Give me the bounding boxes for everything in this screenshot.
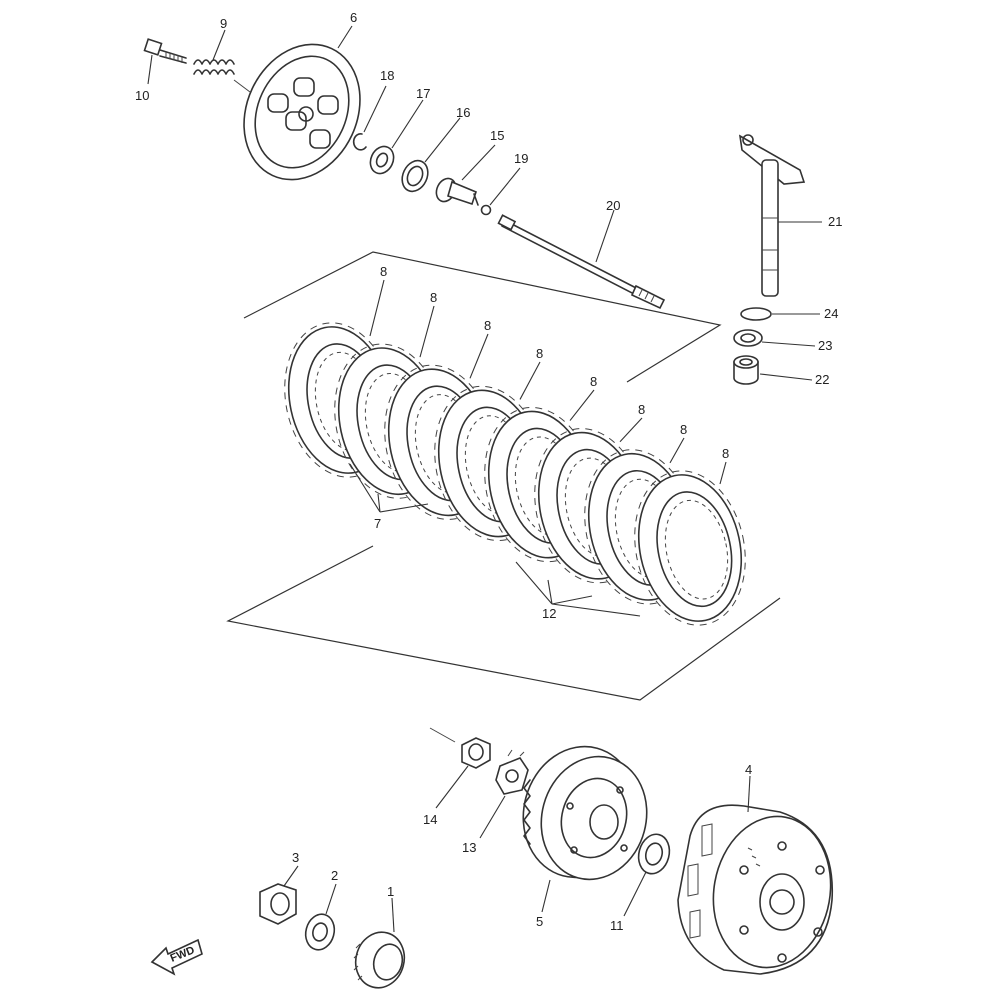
friction-plate-outer [637, 474, 743, 622]
leader-13 [479, 795, 506, 839]
leader-20 [595, 209, 615, 263]
part-20-push-rod [497, 214, 666, 310]
leader-2 [325, 883, 337, 915]
leader-1 [391, 897, 395, 933]
callout-8: 8 [590, 374, 597, 389]
leader-8 [669, 437, 685, 464]
lower-frame [226, 545, 781, 701]
callout-24: 24 [824, 306, 838, 321]
leader-group-12 [515, 561, 641, 617]
leader-8 [569, 389, 595, 421]
leader-8 [369, 279, 385, 337]
callout-17: 17 [416, 86, 430, 101]
callout-8: 8 [430, 290, 437, 305]
callout-2: 2 [331, 868, 338, 883]
part-9-spring [193, 59, 251, 93]
callout-10: 10 [135, 88, 149, 103]
callout-20: 20 [606, 198, 620, 213]
leader-15 [461, 144, 496, 181]
callout-9: 9 [220, 16, 227, 31]
leader-8 [719, 461, 727, 485]
callout-21: 21 [828, 214, 842, 229]
part-14-nut [461, 737, 491, 769]
leader-10 [147, 54, 153, 85]
leader-19 [489, 167, 521, 206]
part-13-lock-washer [495, 749, 529, 795]
callout-labels: 10 9 6 18 17 16 15 19 20 21 24 23 22 7 1… [135, 10, 842, 933]
upper-frame [243, 251, 722, 383]
leader-8 [419, 305, 435, 358]
part-10-bolt [143, 38, 187, 64]
leader-17 [391, 99, 424, 149]
callout-7: 7 [374, 516, 381, 531]
leader-9 [212, 29, 226, 61]
friction-plate-inner [656, 491, 733, 608]
callout-11: 11 [610, 918, 624, 933]
callout-3: 3 [292, 850, 299, 865]
callout-8: 8 [380, 264, 387, 279]
friction-plate [634, 470, 746, 626]
friction-plate-teeth [634, 470, 746, 626]
part-19-ball [480, 204, 492, 216]
part-3-spacer [259, 883, 297, 925]
callout-14: 14 [423, 812, 437, 827]
callout-8: 8 [536, 346, 543, 361]
leader-14-to-frame [429, 727, 456, 743]
leader-18 [363, 85, 387, 133]
leader-14 [435, 765, 469, 809]
leader-8 [469, 333, 489, 379]
callout-22: 22 [815, 372, 829, 387]
callout-4: 4 [745, 762, 752, 777]
part-23-oil-seal [733, 329, 763, 347]
callout-18: 18 [380, 68, 394, 83]
part-24-ring [740, 307, 772, 321]
callout-23: 23 [818, 338, 832, 353]
callout-1: 1 [387, 884, 394, 899]
leader-6 [337, 25, 353, 49]
callout-12: 12 [542, 606, 556, 621]
callout-15: 15 [490, 128, 504, 143]
clutch-plate-stack [284, 322, 746, 626]
part-1-needle-bearing [353, 931, 406, 989]
callout-8: 8 [484, 318, 491, 333]
leader-16 [424, 117, 461, 163]
part-5-clutch-boss [522, 745, 648, 881]
leader-22 [759, 373, 813, 381]
callout-19: 19 [514, 151, 528, 166]
clutch-plate-serration [664, 499, 729, 600]
callout-16: 16 [456, 105, 470, 120]
leader-5 [541, 879, 551, 913]
part-18-circlip [352, 133, 367, 151]
part-22-bearing [733, 355, 759, 385]
callout-6: 6 [350, 10, 357, 25]
callout-8: 8 [680, 422, 687, 437]
part-2-washer [304, 913, 336, 951]
part-16-bearing [401, 159, 429, 193]
leader-8 [519, 361, 541, 400]
callout-13: 13 [462, 840, 476, 855]
part-17-washer [369, 145, 395, 175]
leader-11 [623, 871, 647, 917]
leader-23 [761, 341, 816, 347]
part-21-push-lever-shaft [738, 134, 806, 297]
callout-5: 5 [536, 914, 543, 929]
fwd-arrow-icon: FWD [150, 938, 203, 976]
part-6-pressure-plate [243, 43, 361, 181]
callout-8: 8 [722, 446, 729, 461]
part-4-clutch-housing [677, 804, 834, 975]
leader-4 [747, 775, 751, 813]
leader-3 [283, 865, 299, 887]
part-15-push-rod [435, 177, 479, 206]
leader-group-7 [349, 463, 429, 513]
part-11-thrust-washer [637, 833, 671, 875]
callout-group-8: 8 8 8 8 8 8 8 8 [369, 264, 729, 485]
callout-8: 8 [638, 402, 645, 417]
leader-8 [619, 417, 643, 443]
